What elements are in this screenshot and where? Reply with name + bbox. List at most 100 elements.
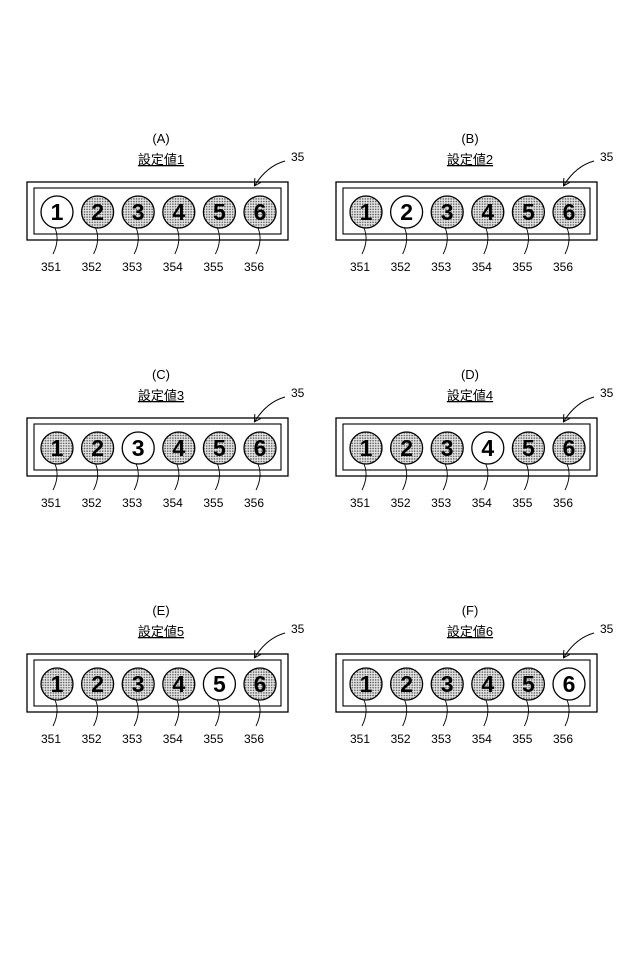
indicator-digit: 5 [522,435,535,461]
panel-title: 設定値4 [447,388,493,403]
indicator-reference-number: 354 [472,260,492,274]
panel-title: 設定値2 [447,152,493,167]
panel-title: 設定値3 [138,388,184,403]
indicator-352-lit: 2 352 [391,196,423,274]
leader-line [175,700,179,726]
leader-line [524,700,528,726]
indicator-digit: 6 [254,671,267,697]
indicator-reference-number: 352 [391,732,411,746]
panel-letter: (E) [152,603,169,618]
indicator-digit: 3 [441,199,454,225]
indicator-356-unlit: 6356 [244,196,276,274]
indicator-351-lit: 1 351 [41,196,73,274]
indicator-digit: 2 [91,435,104,461]
indicator-356-unlit: 6356 [553,196,585,274]
indicator-351-unlit: 1351 [350,668,382,746]
panel-letter: (B) [461,131,478,146]
indicator-digit: 5 [213,199,226,225]
indicator-reference-number: 352 [82,260,102,274]
indicator-354-unlit: 4 354 [163,668,195,746]
indicator-reference-number: 355 [512,496,532,510]
indicator-reference-number: 355 [512,260,532,274]
panel-letter: (C) [152,367,170,382]
indicator-reference-number: 351 [41,260,61,274]
indicator-reference-number: 354 [163,732,183,746]
indicator-digit: 4 [172,671,185,697]
panel-letter: (D) [461,367,479,382]
leader-line [53,464,57,490]
indicator-reference-number: 353 [431,496,451,510]
indicator-digit: 3 [441,435,454,461]
leader-line [362,464,366,490]
indicator-digit: 2 [400,199,413,225]
indicator-reference-number: 351 [41,732,61,746]
indicator-digit: 5 [213,435,226,461]
indicator-reference-number: 355 [512,732,532,746]
panel-letter: (F) [462,603,479,618]
leader-line [134,464,138,490]
indicator-digit: 5 [213,671,226,697]
indicator-reference-number: 353 [122,260,142,274]
display-reference-number: 35 [291,622,305,636]
indicator-reference-number: 353 [431,732,451,746]
indicator-353-unlit: 3 353 [431,432,463,510]
indicator-351-unlit: 1351 [41,668,73,746]
indicator-356-lit: 6356 [553,668,585,746]
indicator-digit: 4 [172,199,185,225]
indicator-digit: 1 [360,671,373,697]
indicator-digit: 4 [172,435,185,461]
indicator-digit: 6 [254,435,267,461]
leader-line [53,700,57,726]
leader-line [53,228,57,254]
indicator-digit: 4 [481,199,494,225]
indicator-reference-number: 356 [244,496,264,510]
leader-line [443,464,447,490]
indicator-digit: 3 [441,671,454,697]
display-reference-number: 35 [600,386,614,400]
panel-3: (C)設定値335135123523353435453556356 [27,367,305,510]
indicator-reference-number: 356 [553,260,573,274]
indicator-digit: 6 [563,671,576,697]
indicator-reference-number: 353 [122,732,142,746]
indicator-digit: 3 [132,199,145,225]
leader-line [362,228,366,254]
leader-line [484,700,488,726]
indicator-digit: 6 [563,435,576,461]
leader-line [484,228,488,254]
leader-line [403,228,407,254]
indicator-reference-number: 355 [203,260,223,274]
indicator-351-unlit: 1351 [41,432,73,510]
indicator-reference-number: 354 [472,496,492,510]
indicator-reference-number: 356 [244,260,264,274]
indicator-reference-number: 352 [391,496,411,510]
leader-line [256,700,260,726]
indicator-reference-number: 352 [82,732,102,746]
indicator-353-unlit: 3353 [122,668,154,746]
indicator-354-unlit: 4 354 [163,196,195,274]
leader-line [94,228,98,254]
indicator-355-unlit: 5355 [203,432,235,510]
leader-line [134,700,138,726]
indicator-355-unlit: 5 355 [512,432,544,510]
indicator-reference-number: 352 [391,260,411,274]
leader-line [565,700,569,726]
indicator-352-unlit: 2 352 [391,432,423,510]
panel-letter: (A) [152,131,169,146]
indicator-digit: 2 [400,435,413,461]
indicator-reference-number: 351 [350,496,370,510]
indicator-digit: 1 [51,199,64,225]
indicator-356-unlit: 6 356 [244,432,276,510]
display-reference-number: 35 [600,622,614,636]
leader-line [524,464,528,490]
indicator-355-unlit: 5 355 [512,668,544,746]
leader-line [443,700,447,726]
indicator-reference-number: 356 [244,732,264,746]
leader-line [215,464,219,490]
indicator-354-unlit: 4354 [472,668,504,746]
indicator-reference-number: 354 [163,260,183,274]
indicator-digit: 5 [522,671,535,697]
indicator-reference-number: 355 [203,732,223,746]
indicator-digit: 3 [132,435,145,461]
leader-line [215,700,219,726]
